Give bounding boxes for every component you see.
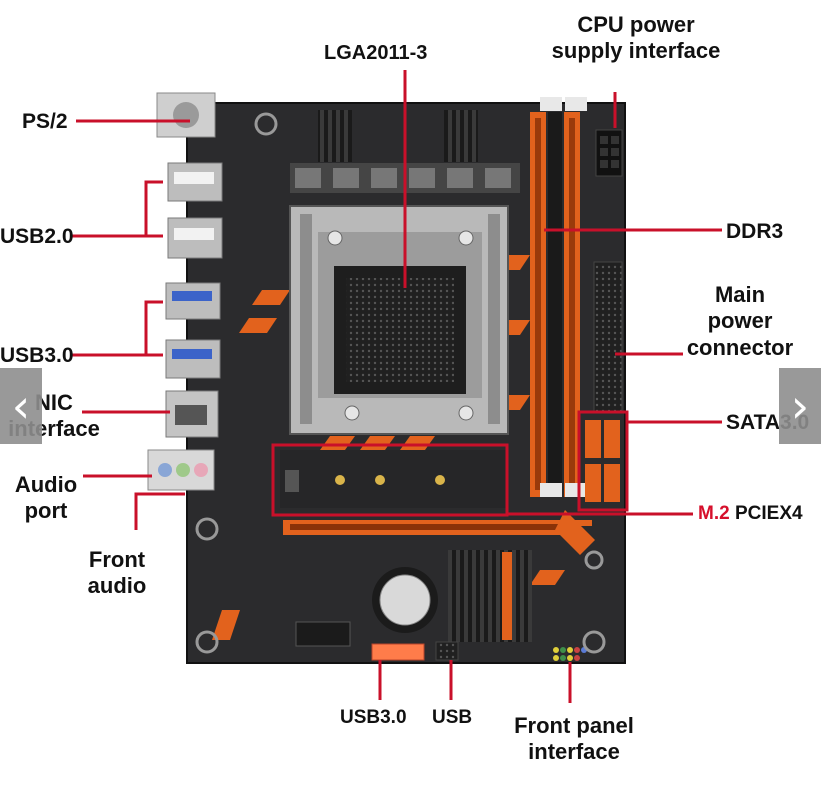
label-usb-bottom: USB bbox=[432, 707, 473, 728]
label-usb20: USB2.0 bbox=[0, 225, 74, 248]
prev-arrow-button[interactable]: ‹ bbox=[0, 368, 42, 444]
leader-lines bbox=[72, 70, 722, 703]
chevron-right-icon: › bbox=[790, 379, 810, 433]
label-usb30-bottom: USB3.0 bbox=[340, 707, 407, 728]
label-front-panel: Front panel interface bbox=[514, 713, 634, 765]
nic-port bbox=[165, 390, 219, 438]
cmos-battery bbox=[372, 567, 438, 633]
m2-slot bbox=[280, 450, 506, 508]
audio-jacks bbox=[147, 449, 215, 491]
label-cpu-power: CPU power supply interface bbox=[551, 12, 721, 64]
usb30-ports bbox=[165, 282, 221, 379]
label-ps2: PS/2 bbox=[22, 110, 68, 133]
next-arrow-button[interactable]: › bbox=[779, 368, 821, 444]
ddr3-slots bbox=[530, 97, 587, 497]
chipset-heatsink bbox=[448, 550, 532, 642]
label-ddr3: DDR3 bbox=[726, 220, 784, 243]
ps2-port bbox=[156, 92, 216, 138]
usb20-ports bbox=[167, 162, 223, 259]
label-audio-port: Audio port bbox=[14, 472, 78, 524]
internal-usb-header bbox=[435, 641, 459, 661]
cpu-power-connector bbox=[595, 129, 623, 177]
sata-ports bbox=[585, 420, 620, 502]
highlight-boxes bbox=[271, 410, 629, 517]
pcie-slot bbox=[283, 510, 595, 555]
mounting-holes bbox=[195, 112, 606, 654]
label-usb30-left: USB3.0 bbox=[0, 344, 74, 367]
chevron-left-icon: ‹ bbox=[11, 379, 31, 433]
cpu-socket bbox=[289, 205, 509, 435]
label-m2: M.2 bbox=[698, 503, 730, 524]
label-pciex4: PCIEX4 bbox=[734, 503, 803, 524]
label-m2-pciex4: M.2 PCIEX4 bbox=[698, 503, 803, 526]
label-main-power: Main power connector bbox=[686, 282, 794, 360]
label-front-audio: Front audio bbox=[87, 547, 147, 599]
internal-usb30-header bbox=[295, 621, 425, 661]
main-power-connector bbox=[593, 261, 623, 413]
label-lga2011: LGA2011-3 bbox=[324, 42, 428, 64]
